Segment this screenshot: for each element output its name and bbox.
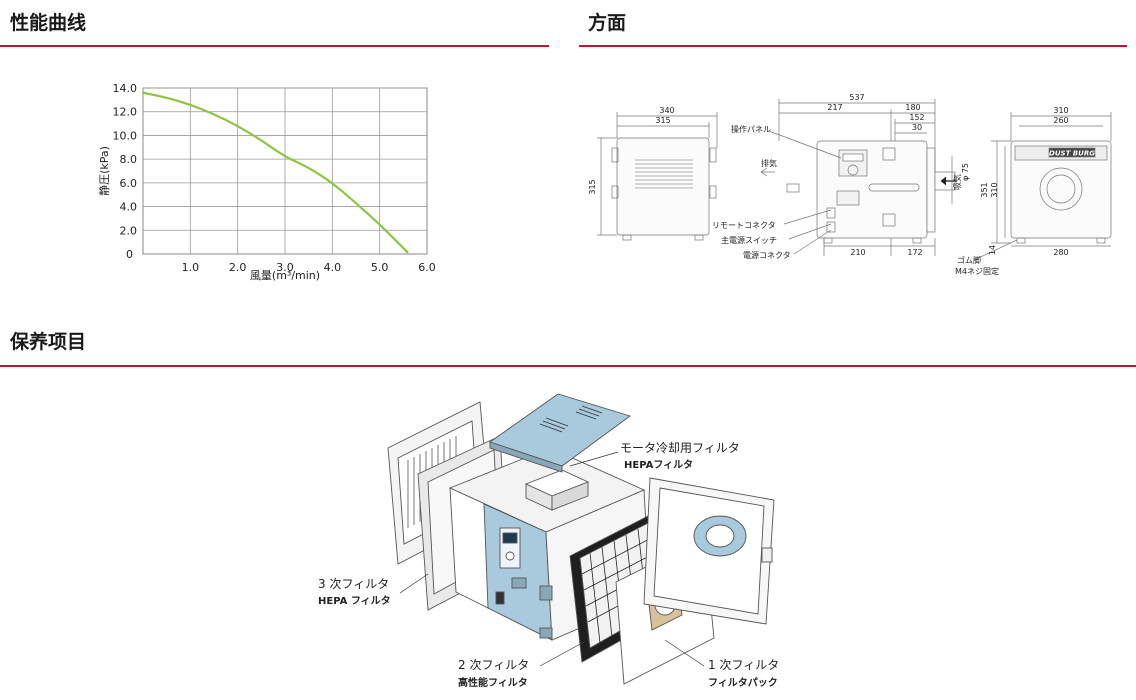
label-third-filter-sub: HEPA フィルタ <box>318 595 391 607</box>
dim-537: 537 <box>849 93 864 102</box>
dim-310: 310 <box>1053 106 1068 115</box>
dim-315-width: 315 <box>655 116 670 125</box>
maintenance-illustration: モータ冷却用フィルタ HEPAフィルタ 3 次フィルタ HEPA フィルタ 2 … <box>318 393 779 689</box>
x-axis-label: 風量(m³/min) <box>250 269 320 282</box>
callout-rubber-foot: ゴム脚 <box>957 255 981 265</box>
callout-exhaust: 排気 <box>761 158 777 168</box>
x-tick-label: 1.0 <box>182 261 200 274</box>
top-lid <box>489 393 631 473</box>
section-title-dimensions: 方面 <box>588 12 627 34</box>
y-tick-label: 4.0 <box>120 201 138 214</box>
section-rule-dimensions <box>579 45 1127 47</box>
y-axis-ticks: 2.0 4.0 6.0 8.0 10.0 12.0 14.0 <box>113 82 138 237</box>
dim-180: 180 <box>905 103 920 112</box>
dim-210: 210 <box>850 248 865 257</box>
dim-280: 280 <box>1053 248 1068 257</box>
callout-remote-connector: リモートコネクタ <box>712 221 776 230</box>
callout-power-connector: 電源コネクタ <box>743 251 791 260</box>
grid-lines <box>143 87 427 254</box>
callout-m4-screw: M4ネジ固定 <box>955 266 999 276</box>
dim-172: 172 <box>907 248 922 257</box>
performance-chart: 2.0 4.0 6.0 8.0 10.0 12.0 14.0 0 1.0 2.0 3.0 4.0 5.… <box>97 82 436 282</box>
x-tick-label: 3.0 <box>276 261 294 274</box>
dim-351: 351 <box>980 182 989 197</box>
label-first-filter-sub: フィルタパック <box>708 677 778 689</box>
dim-phi75: φ 75 <box>961 163 970 181</box>
dimension-drawing: 340 315 315 537 217 180 152 30 210 172 φ… <box>588 93 1112 276</box>
y-tick-label: 12.0 <box>113 106 138 119</box>
dim-30: 30 <box>912 123 922 132</box>
dim-260: 260 <box>1053 116 1068 125</box>
callout-main-switch: 主電源スイッチ <box>721 235 777 245</box>
section-rule-performance <box>0 45 549 47</box>
label-first-filter: 1 次フィルタ <box>708 658 779 672</box>
dim-152: 152 <box>909 113 924 122</box>
y-tick-label: 14.0 <box>113 82 138 95</box>
x-tick-label: 4.0 <box>324 261 342 274</box>
section-title-performance: 性能曲线 <box>10 12 87 34</box>
dim-14: 14 <box>988 245 997 255</box>
y-tick-label: 8.0 <box>120 153 138 166</box>
y-tick-label: 2.0 <box>120 224 138 237</box>
dim-340: 340 <box>659 106 674 115</box>
dim-310-height: 310 <box>990 182 999 197</box>
label-second-filter-sub: 高性能フィルタ <box>458 676 528 689</box>
y-axis-label: 静圧(kPa) <box>97 146 111 196</box>
dim-315-height: 315 <box>588 179 597 194</box>
pressure-curve <box>142 91 409 254</box>
label-third-filter: 3 次フィルタ <box>318 577 389 591</box>
label-motor-cooling-filter: モータ冷却用フィルタ <box>620 441 740 455</box>
callout-intake: 吸気 <box>952 174 962 190</box>
label-hepa-top: HEPAフィルタ <box>624 459 693 471</box>
rear-view <box>973 112 1112 261</box>
y-tick-label: 6.0 <box>120 177 138 190</box>
section-title-maintenance: 保养项目 <box>10 331 87 353</box>
front-door <box>643 477 775 625</box>
section-rule-maintenance <box>0 365 1136 367</box>
front-view <box>760 99 957 256</box>
label-second-filter: 2 次フィルタ <box>458 658 529 672</box>
x-axis-ticks: 0 1.0 2.0 3.0 4.0 5.0 6.0 <box>126 248 436 274</box>
x-tick-label: 0 <box>126 248 133 261</box>
x-tick-label: 2.0 <box>229 261 247 274</box>
x-tick-label: 5.0 <box>371 261 389 274</box>
callout-panel: 操作パネル <box>731 124 771 134</box>
product-logo: DUST BURG <box>1049 150 1095 158</box>
x-tick-label: 6.0 <box>418 261 436 274</box>
y-tick-label: 10.0 <box>113 129 138 142</box>
side-view-left <box>597 112 718 241</box>
dim-217: 217 <box>827 103 842 112</box>
